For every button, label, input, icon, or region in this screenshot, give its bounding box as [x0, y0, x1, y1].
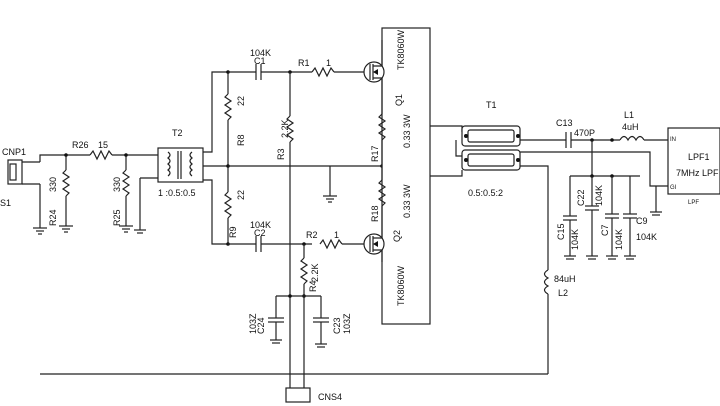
c13-label: C13 — [556, 118, 573, 128]
transistor-q1: TK8060W Q1 — [363, 29, 406, 106]
resistor-r26: R26 15 — [72, 140, 158, 161]
lpf1-pin-in: IN — [670, 137, 676, 143]
r26-value: 15 — [98, 140, 108, 150]
q2-part: TK8060W — [396, 265, 406, 306]
power-mosfet-block — [381, 27, 431, 325]
resistor-r4: 2.2K R4 — [299, 244, 320, 388]
c15-label: C15 — [556, 223, 566, 240]
c7-value: 104K — [614, 229, 624, 250]
resistor-r18: 0.33 3W R18 — [370, 166, 412, 226]
low-pass-filter-lpf1: LPF1 7MHz LPF IN GI LPF — [650, 127, 720, 216]
c7-label: C7 — [600, 224, 610, 236]
r24-label: R24 — [48, 209, 58, 226]
s1-label: S1 — [0, 198, 11, 208]
capacitor-c13: C13 470P — [556, 118, 620, 148]
c24-label: C24 — [256, 317, 266, 334]
c13-value: 470P — [574, 128, 595, 138]
c2-label: C2 — [254, 228, 266, 238]
capacitor-c15: C15 104K — [556, 176, 580, 260]
c1-label: C1 — [254, 56, 266, 66]
r18-value: 0.33 3W — [402, 184, 412, 218]
transformer-t1: T1 0.5:0.5:2 — [455, 100, 521, 198]
c23-label: C23 — [332, 317, 342, 334]
capacitor-c24: 103Z C24 — [248, 296, 284, 344]
inductor-l2: 84uH L2 — [543, 269, 576, 374]
l2-label: L2 — [558, 288, 568, 298]
cnp1-label: CNP1 — [2, 147, 26, 157]
t1-label: T1 — [486, 100, 497, 110]
input-connector-cnp1: CNP1 S1 — [0, 147, 40, 208]
resistor-r2: R2 1 — [302, 230, 366, 250]
r8-label: R8 — [236, 134, 246, 146]
r17-label: R17 — [370, 145, 380, 162]
r25-label: R25 — [112, 209, 122, 226]
r17-value: 0.33 3W — [402, 114, 412, 148]
q2-label: Q2 — [392, 230, 402, 242]
r25-value: 330 — [112, 177, 122, 192]
lpf1-pin-gi: GI — [670, 185, 677, 191]
resistor-r1: R1 1 — [298, 58, 366, 78]
c22-value: 104K — [594, 185, 604, 206]
ground-symbol — [323, 166, 337, 203]
resistor-r9: 22 R9 — [223, 164, 246, 246]
capacitor-c2: 104K C2 — [228, 220, 312, 252]
r4-label: R4 — [308, 280, 318, 292]
c9-value: 104K — [636, 232, 657, 242]
r8-value: 22 — [236, 96, 246, 106]
l1-value: 4uH — [622, 122, 639, 132]
r3-value: 2.2K — [280, 119, 290, 138]
lpf1-desc: 7MHz LPF — [676, 168, 719, 178]
cns4-label: CNS4 — [318, 392, 342, 402]
capacitor-c23: C23 103Z — [313, 296, 352, 348]
t1-ratio: 0.5:0.5:2 — [468, 188, 503, 198]
c2-value: 104K — [250, 220, 271, 230]
transformer-t2: T2 1 :0.5:0.5 — [134, 128, 204, 234]
c1-value: 104K — [250, 48, 271, 58]
c24-value: 103Z — [248, 313, 258, 334]
r3-label: R3 — [276, 148, 286, 160]
r24-value: 330 — [48, 177, 58, 192]
r2-label: R2 — [306, 230, 318, 240]
c9-label: C9 — [636, 216, 648, 226]
transistor-q2: Q2 TK8060W — [363, 226, 406, 306]
t2-label: T2 — [172, 128, 183, 138]
r18-label: R18 — [370, 205, 380, 222]
connector-cns4: CNS4 — [285, 387, 342, 403]
inductor-l1: L1 4uH — [590, 110, 668, 142]
capacitor-c9: C9 104K — [623, 176, 657, 260]
r1-label: R1 — [298, 58, 310, 68]
lpf1-label: LPF1 — [688, 152, 710, 162]
capacitor-c22: C22 104K — [576, 176, 604, 260]
c15-value: 104K — [570, 229, 580, 250]
resistor-r8: 22 R8 — [223, 70, 246, 166]
r26-label: R26 — [72, 140, 89, 150]
ground-symbol — [33, 227, 47, 235]
q1-label: Q1 — [394, 94, 404, 106]
lpf1-tag: LPF — [688, 200, 699, 206]
l2-value: 84uH — [554, 274, 576, 284]
capacitor-c1: 104K C1 — [228, 48, 312, 80]
r1-value: 1 — [326, 58, 331, 68]
r4-value: 2.2K — [310, 263, 320, 282]
resistor-r3: 2.2K R3 — [276, 70, 295, 388]
r9-value: 22 — [236, 190, 246, 200]
r2-value: 1 — [334, 230, 339, 240]
l1-label: L1 — [624, 110, 634, 120]
q1-part: TK8060W — [396, 29, 406, 70]
c22-label: C22 — [576, 189, 586, 206]
t2-ratio: 1 :0.5:0.5 — [158, 188, 196, 198]
capacitor-c7: C7 104K — [600, 176, 624, 260]
resistor-r17: 0.33 3W R17 — [370, 100, 412, 166]
resistor-r24: 330 R24 — [48, 153, 73, 233]
resistor-r25: 330 R25 — [112, 153, 133, 233]
r9-label: R9 — [228, 226, 238, 238]
c23-value: 103Z — [342, 313, 352, 334]
